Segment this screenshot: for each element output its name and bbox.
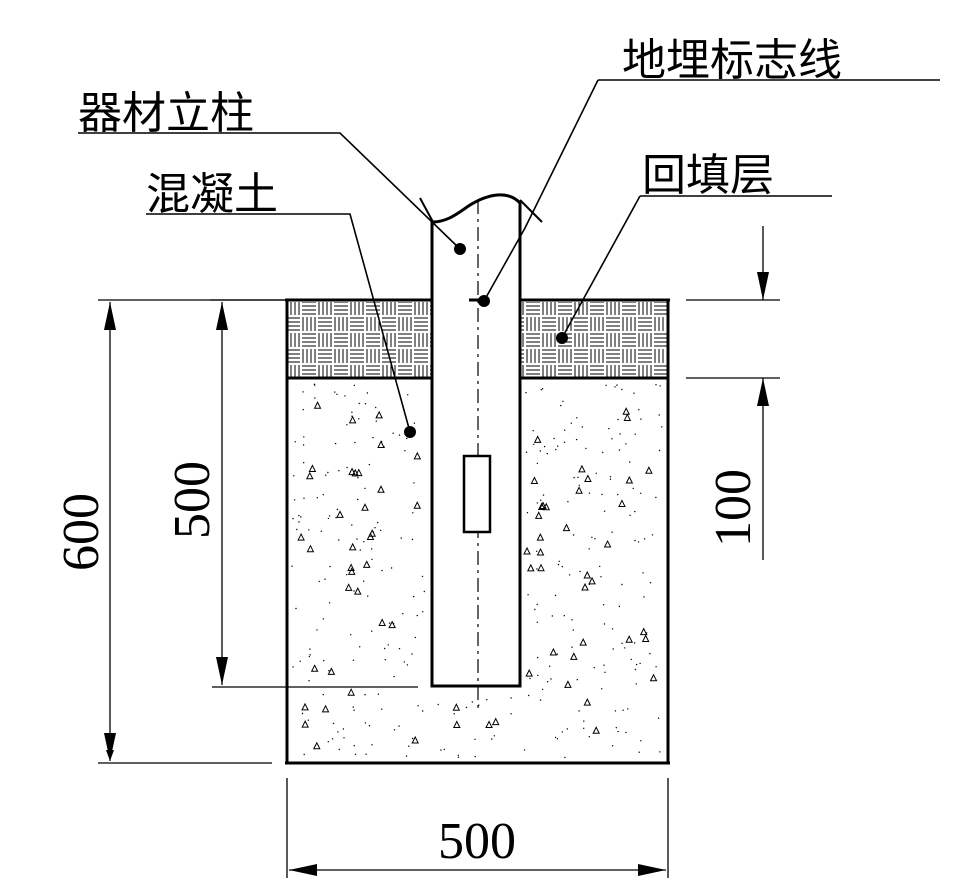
leader-dots [404,243,568,438]
dimension-backfill-thickness-value: 100 [705,469,762,547]
dimension-width [286,778,669,878]
leader-lines [78,79,940,433]
dimension-total-depth-value: 600 [53,493,110,571]
dimension-embed-depth [210,299,418,688]
label-marker-line: 地埋标志线 [622,35,842,86]
equipment-post [430,193,522,688]
label-backfill: 回填层 [642,150,774,201]
label-concrete: 混凝土 [146,169,278,220]
dimension-arrowheads [104,272,769,876]
label-post: 器材立柱 [78,88,254,139]
concrete-aggregate [291,383,663,759]
post-break-right [519,199,543,223]
dimension-width-value: 500 [438,813,516,870]
post-slot [462,454,492,534]
dimension-embed-depth-value: 500 [164,461,221,539]
post-break-left [419,197,434,223]
